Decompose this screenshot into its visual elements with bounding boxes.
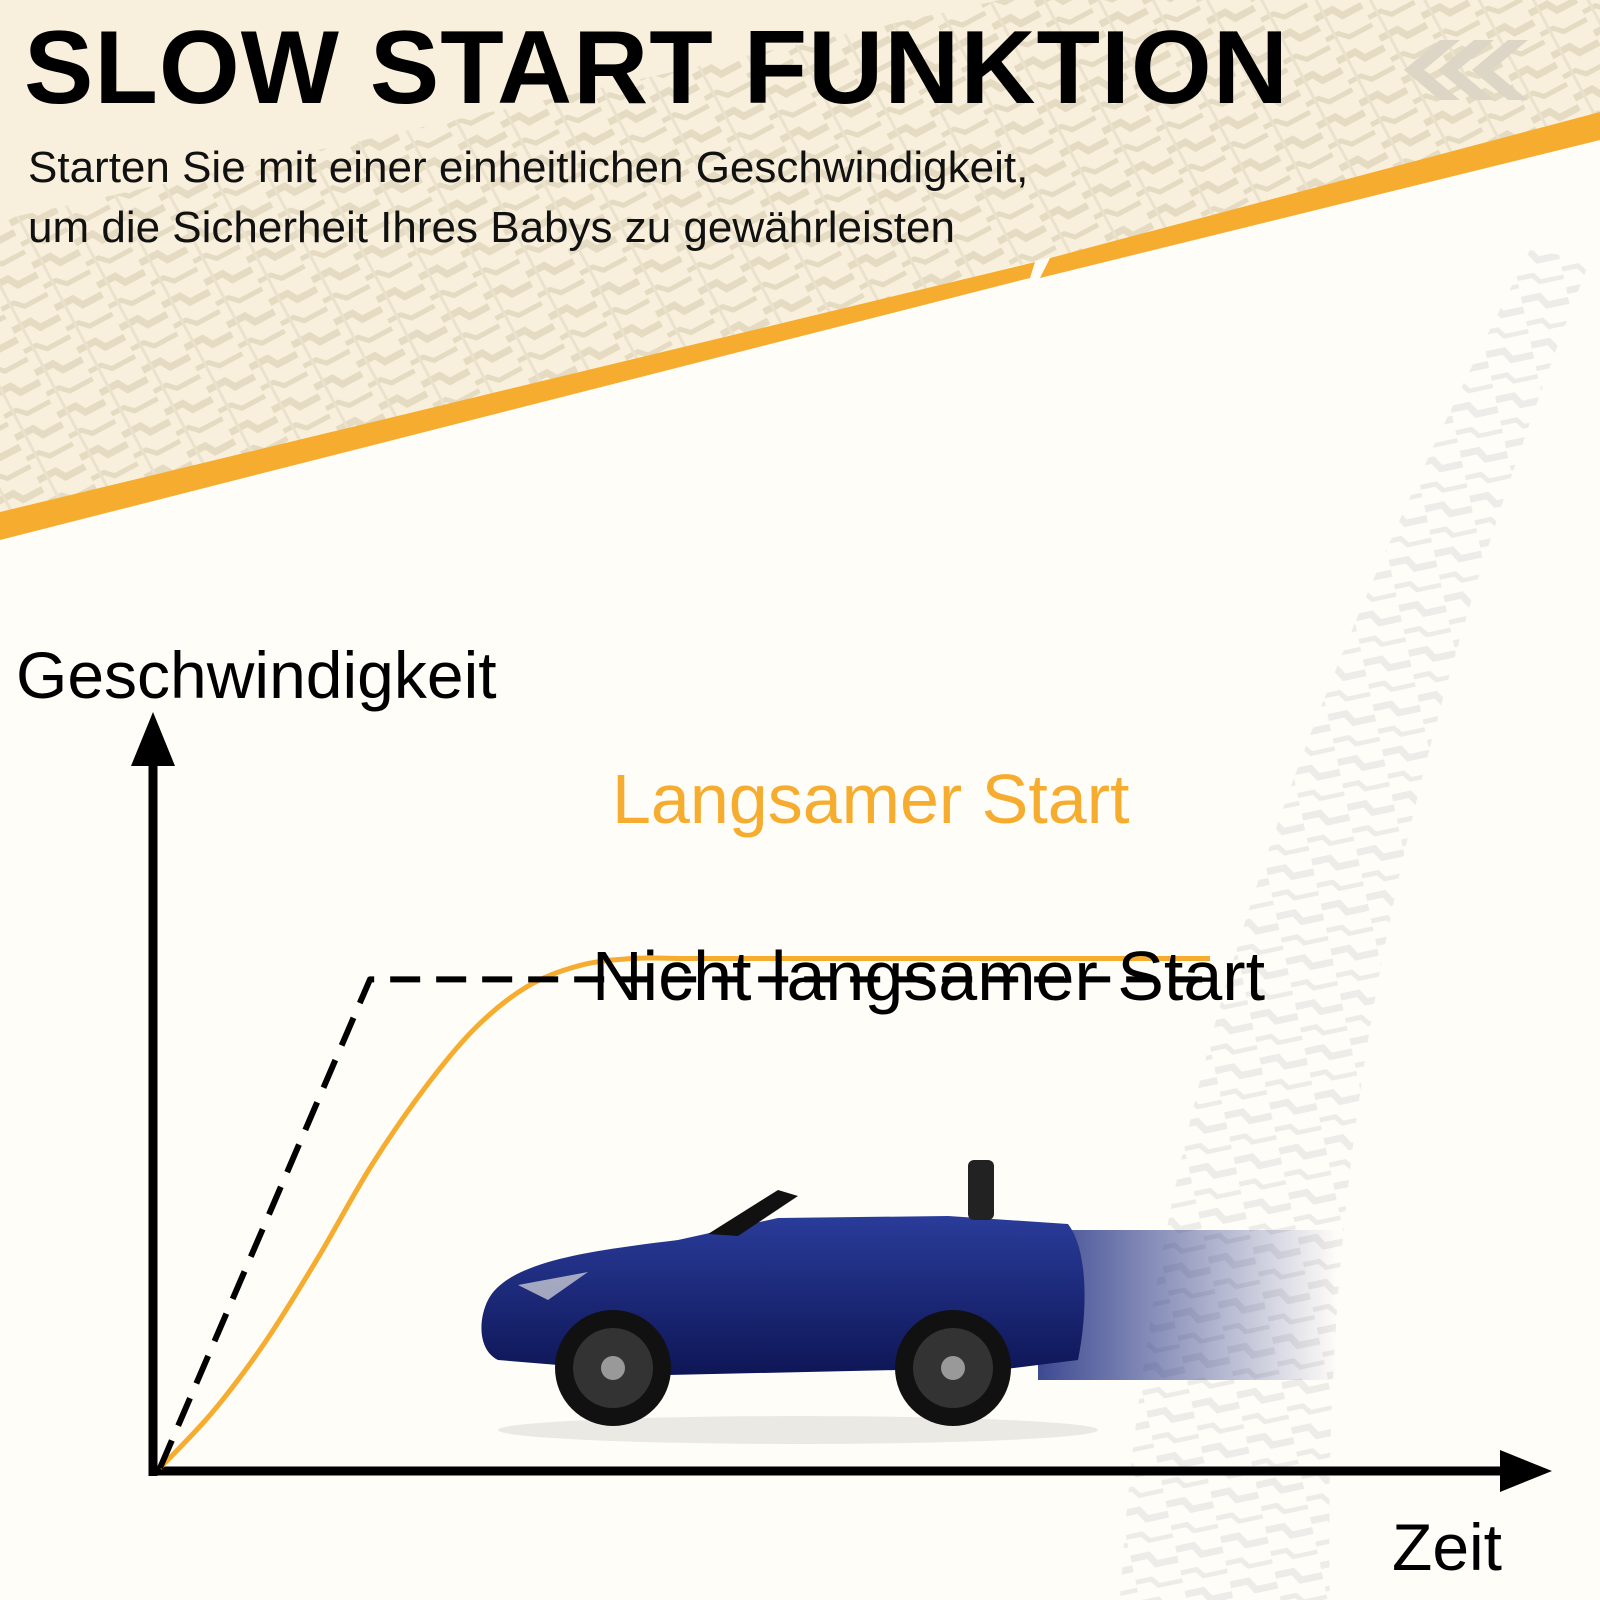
x-axis-label: Zeit: [1392, 1510, 1502, 1584]
y-axis-label: Geschwindigkeit: [16, 638, 497, 712]
series-line-no-slow-start: [157, 976, 1210, 1470]
page-subtitle: Starten Sie mit einer einheitlichen Gesc…: [28, 138, 1028, 258]
x-axis-arrow: [1500, 1450, 1552, 1492]
orange-stripe: [1040, 112, 1600, 278]
y-axis-arrow: [131, 712, 175, 766]
legend-label-no-slow-start: Nicht langsamer Start: [592, 937, 1265, 1015]
series-line-slow-start: [158, 955, 1210, 1470]
subtitle-line-2: um die Sicherheit Ihres Babys zu gewährl…: [28, 203, 955, 252]
page-title: SLOW START FUNKTION: [24, 10, 1289, 126]
chevron-arrows-icon: [1404, 40, 1528, 100]
series-layer: [157, 955, 1210, 1470]
toy-car-image: [478, 1160, 1358, 1460]
legend-label-slow-start: Langsamer Start: [612, 760, 1129, 838]
tire-track-pattern: [0, 0, 1600, 520]
orange-stripe-lower: [0, 262, 1035, 540]
subtitle-line-1: Starten Sie mit einer einheitlichen Gesc…: [28, 143, 1029, 192]
